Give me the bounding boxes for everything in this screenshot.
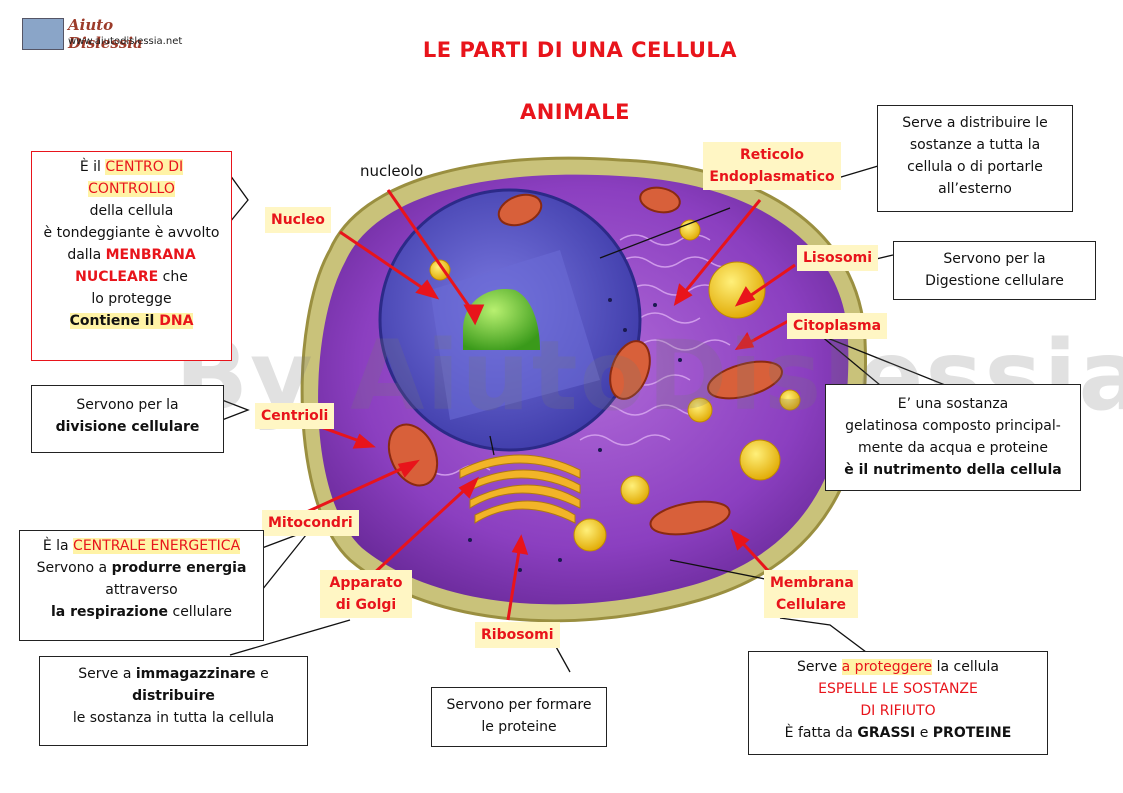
label-ribosomi: Ribosomi bbox=[475, 622, 560, 648]
golgi-apparatus bbox=[459, 454, 581, 524]
label-centrioli: Centrioli bbox=[255, 403, 335, 429]
box-citoplasma: E’ una sostanza gelatinosa composto prin… bbox=[825, 384, 1081, 491]
box-reticolo: Serve a distribuire le sostanze a tutta … bbox=[877, 105, 1073, 212]
label-nucleolo: nucleolo bbox=[360, 162, 424, 180]
page-title: LE PARTI DI UNA CELLULA bbox=[422, 38, 738, 62]
label-golgi-line1: Apparato bbox=[329, 575, 403, 591]
label-membrana-line1: Membrana bbox=[770, 575, 854, 591]
box-ribosomi: Servono per formare le proteine bbox=[431, 687, 607, 747]
label-lisosomi: Lisosomi bbox=[797, 245, 879, 271]
page-subtitle: ANIMALE bbox=[519, 100, 631, 124]
box-nucleo: È il CENTRO DI CONTROLLO della cellula è… bbox=[31, 151, 232, 361]
site-logo: Aiuto Dislessia www.aiutodislessia.net bbox=[22, 14, 182, 54]
label-golgi: Apparato di Golgi bbox=[320, 570, 412, 618]
label-mitocondri: Mitocondri bbox=[262, 510, 359, 536]
book-icon bbox=[22, 18, 64, 50]
label-reticolo: Reticolo Endoplasmatico bbox=[703, 142, 841, 190]
label-reticolo-line2: Endoplasmatico bbox=[709, 169, 835, 185]
label-membrana: Membrana Cellulare bbox=[764, 570, 858, 618]
box-golgi: Serve a immagazzinare e distribuire le s… bbox=[39, 656, 308, 746]
lysosomes bbox=[429, 219, 801, 552]
label-nucleo: Nucleo bbox=[265, 207, 331, 233]
box-membrana: Serve a proteggere la cellula ESPELLE LE… bbox=[748, 651, 1048, 755]
nucleolus bbox=[463, 289, 540, 350]
label-citoplasma: Citoplasma bbox=[787, 313, 888, 339]
box-mitocondri: È la CENTRALE ENERGETICA Servono a produ… bbox=[19, 530, 264, 641]
box-centrioli: Servono per la divisione cellulare bbox=[31, 385, 224, 453]
label-reticolo-line1: Reticolo bbox=[739, 147, 805, 163]
box-lisosomi: Servono per la Digestione cellulare bbox=[893, 241, 1096, 300]
label-membrana-line2: Cellulare bbox=[776, 597, 846, 613]
logo-name: Aiuto Dislessia bbox=[68, 16, 143, 52]
logo-url: www.aiutodislessia.net bbox=[68, 36, 183, 47]
label-golgi-line2: di Golgi bbox=[335, 597, 397, 613]
pointer-arrows bbox=[299, 189, 796, 621]
ribosomes bbox=[468, 298, 682, 572]
